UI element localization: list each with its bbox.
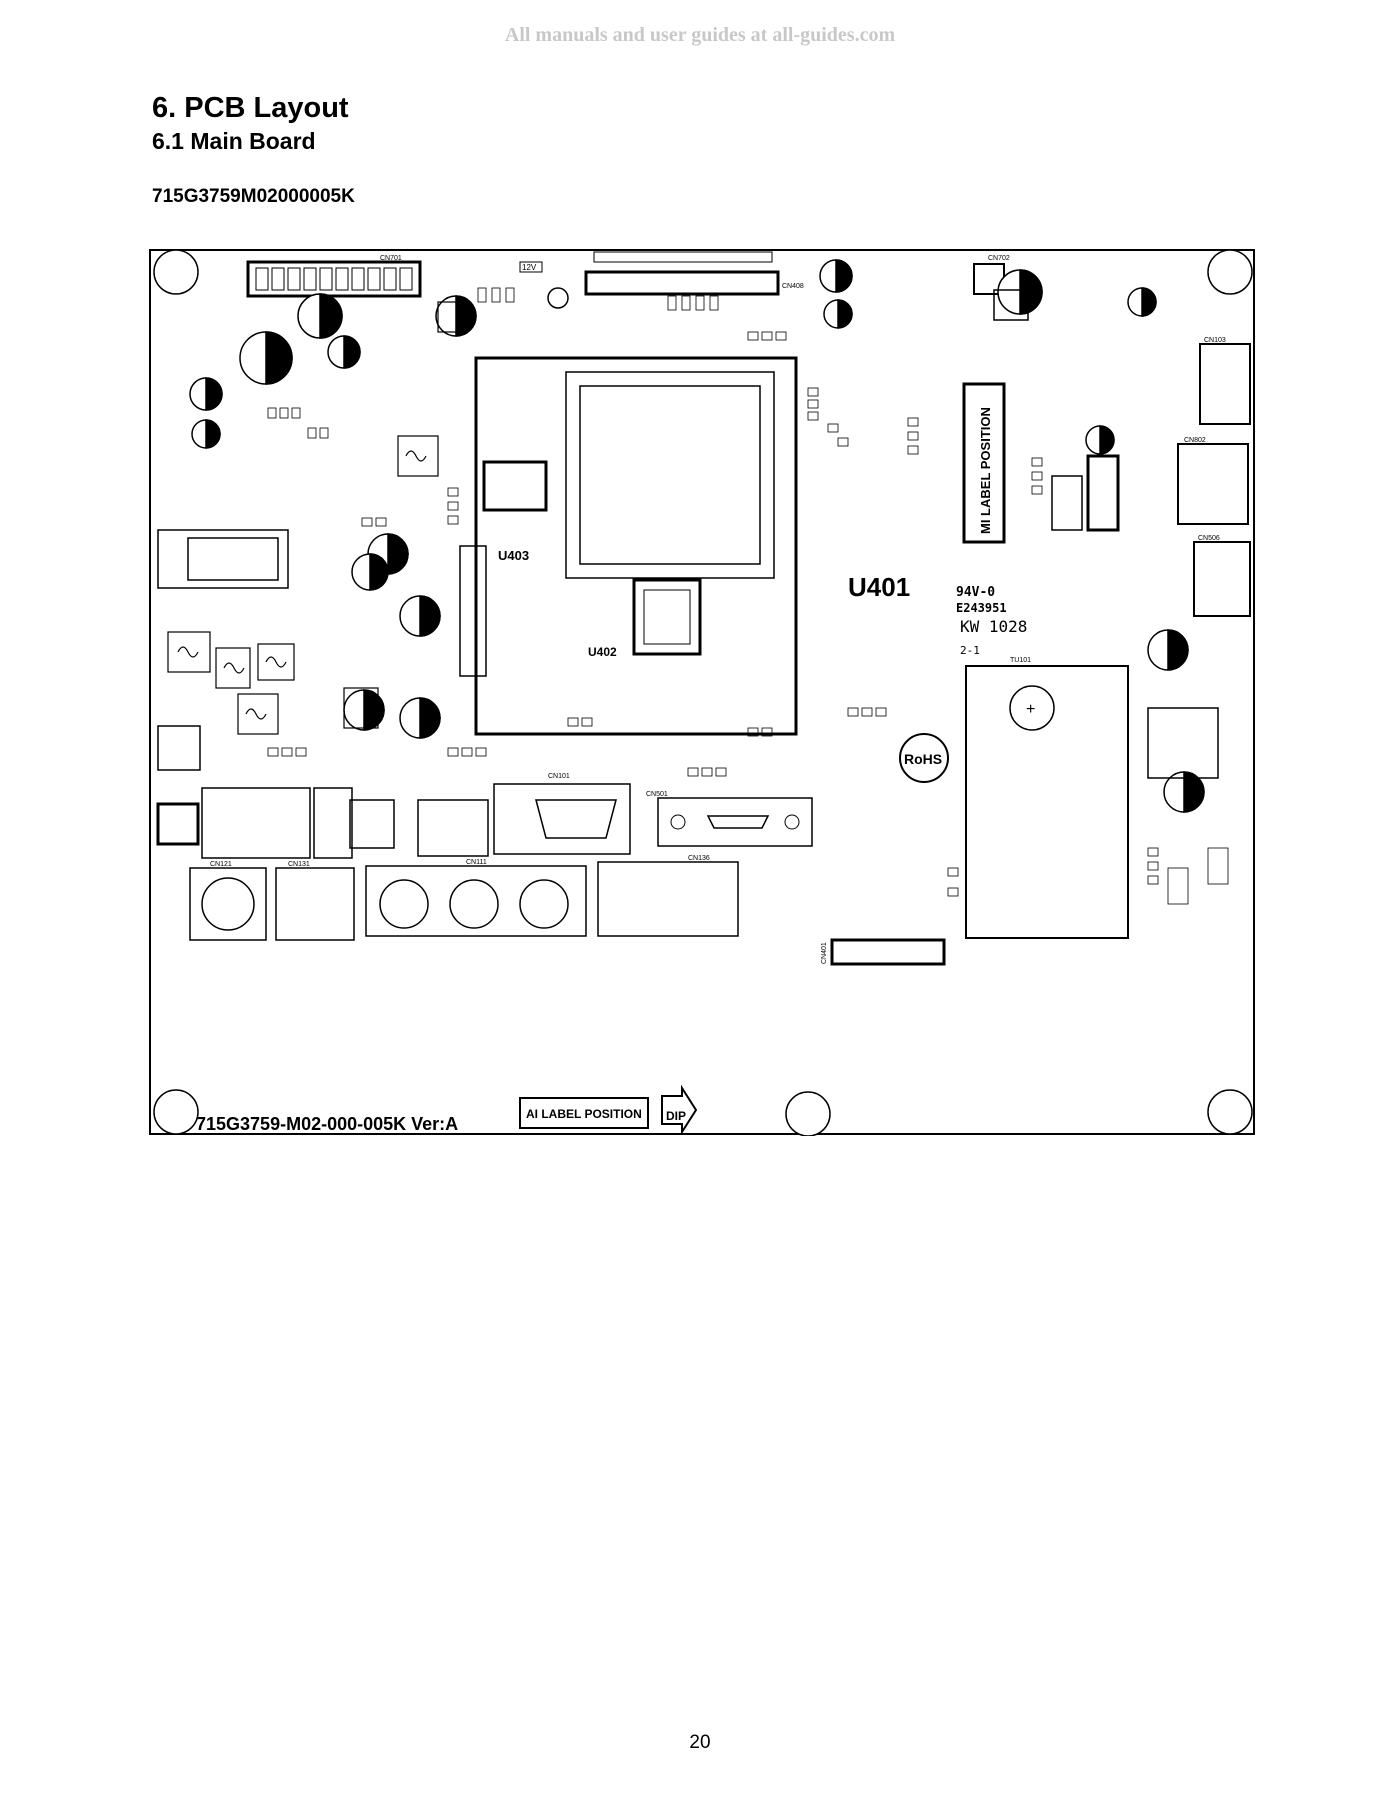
mounting-holes [153, 249, 1253, 1137]
rohs-mark: RoHS [899, 733, 949, 783]
svg-text:CN506: CN506 [1198, 535, 1220, 542]
svg-text:KW 1028: KW 1028 [960, 617, 1027, 636]
svg-text:CN111: CN111 [466, 859, 487, 866]
ic-cluster-right [993, 289, 1120, 532]
svg-text:CN401: CN401 [821, 942, 828, 964]
label-12v: 12V [519, 261, 543, 273]
svg-text:CN103: CN103 [1204, 337, 1226, 344]
chip-u403: U403 [459, 460, 548, 677]
electrolytic-capacitors [189, 259, 1205, 813]
svg-text:AI LABEL POSITION: AI LABEL POSITION [526, 1107, 642, 1121]
svg-text:U402: U402 [588, 645, 617, 659]
chip-u401: U401 [474, 356, 910, 736]
svg-text:+: + [1026, 701, 1035, 718]
svg-text:2-1: 2-1 [960, 644, 980, 657]
svg-text:CN121: CN121 [210, 861, 232, 868]
svg-text:CN702: CN702 [988, 255, 1010, 262]
svg-text:CN101: CN101 [548, 773, 570, 780]
section-title: 6.1 Main Board [152, 128, 316, 154]
tuner-tu101: TU101 + [965, 657, 1219, 939]
connector-cn701: CN701 [246, 255, 422, 298]
connector-cn501: CN501 [646, 791, 813, 847]
watermark: All manuals and user guides at all-guide… [504, 24, 896, 46]
svg-text:715G3759-M02-000-005K Ver:A: 715G3759-M02-000-005K Ver:A [196, 1114, 458, 1134]
connector-cn103: CN103 [1199, 337, 1251, 425]
svg-text:CN408: CN408 [782, 283, 804, 290]
svg-text:U403: U403 [498, 548, 529, 563]
power-blocks [201, 787, 489, 859]
connector-cn802: CN802 [1177, 437, 1249, 525]
av-jacks: CN121 CN131 CN111 CN136 [189, 855, 739, 941]
certification-marks: 94V-0 E243951 KW 1028 2-1 [956, 585, 1027, 657]
svg-text:E243951: E243951 [956, 601, 1007, 615]
silkscreen-footer: 715G3759-M02-000-005K Ver:A AI LABEL POS… [196, 1084, 698, 1136]
svg-text:MI LABEL POSITION: MI LABEL POSITION [978, 407, 993, 534]
small-components [267, 287, 1229, 905]
svg-text:12V: 12V [522, 263, 537, 272]
pcb-svg: CN701 12V CN408 CN702 CN103 [149, 249, 1255, 1137]
svg-text:U401: U401 [848, 572, 910, 602]
svg-text:CN136: CN136 [688, 855, 710, 862]
chip-u402: U402 [588, 578, 702, 659]
connector-cn506: CN506 [1193, 535, 1251, 617]
heatsink-left [156, 529, 289, 846]
svg-text:RoHS: RoHS [904, 751, 942, 767]
svg-text:94V-0: 94V-0 [956, 585, 995, 600]
pcb-layout-drawing: CN701 12V CN408 CN702 CN103 [148, 248, 1256, 1137]
connector-cn401: CN401 [821, 938, 946, 966]
page-title: 6. PCB Layout [152, 92, 349, 124]
svg-text:DIP: DIP [666, 1109, 686, 1123]
svg-text:CN131: CN131 [288, 861, 310, 868]
svg-text:CN701: CN701 [380, 255, 402, 262]
svg-text:CN802: CN802 [1184, 437, 1206, 444]
board-outline [149, 249, 1255, 1135]
svg-text:TU101: TU101 [1010, 657, 1031, 664]
connector-cn101: CN101 [493, 773, 631, 855]
page-number: 20 [689, 1732, 711, 1753]
inductors [167, 301, 465, 735]
part-number: 715G3759M02000005K [152, 186, 355, 207]
mi-label-box: MI LABEL POSITION [962, 382, 1006, 544]
connector-cn408: CN408 [584, 251, 804, 296]
svg-text:CN501: CN501 [646, 791, 668, 798]
